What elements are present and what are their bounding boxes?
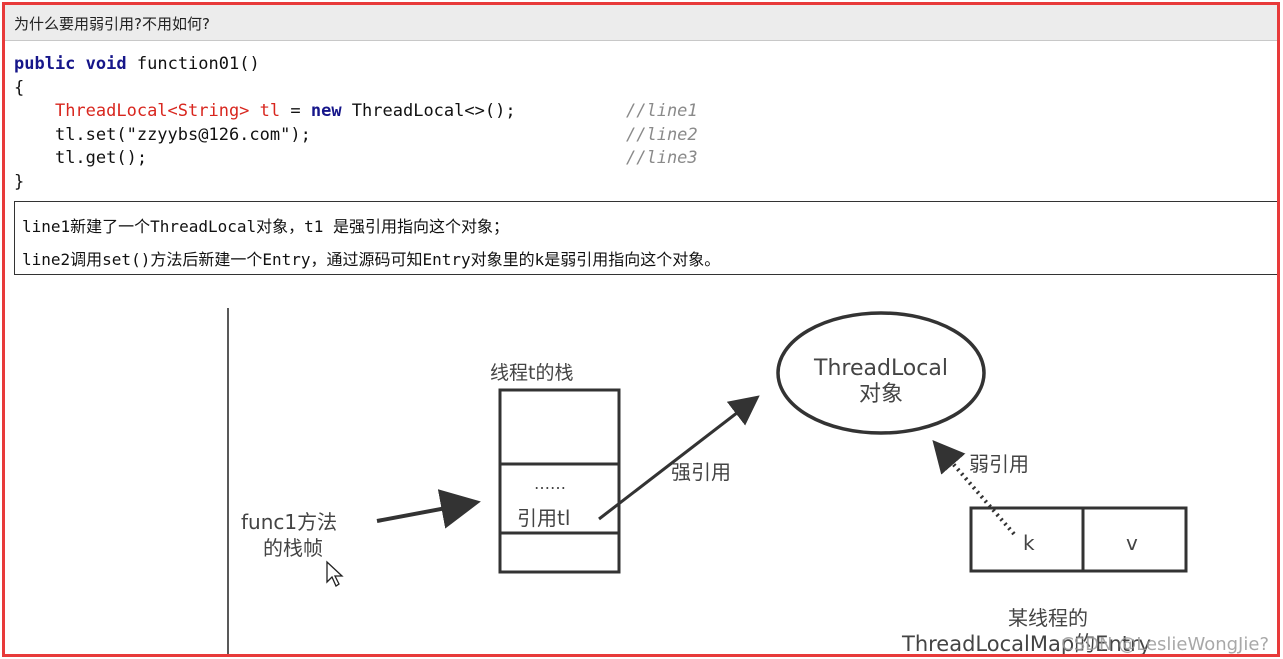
threadlocal-object-label2: 对象 xyxy=(859,382,903,407)
keyword-public: public xyxy=(14,54,76,74)
code-line-close-brace: } xyxy=(14,171,25,192)
code-assign: = xyxy=(280,101,311,121)
frame-label-line2: 的栈帧 xyxy=(263,536,323,560)
entry-caption-line2: ThreadLocalMap的Entry xyxy=(901,632,1151,656)
code-comment-2: //line2 xyxy=(626,124,698,145)
code-get-call: tl.get(); xyxy=(54,148,148,168)
entry-box xyxy=(969,506,1188,573)
code-comment-1: //line1 xyxy=(626,101,698,121)
code-line-2: tl.set("zzyybs@126.com"); //line2 xyxy=(14,124,1274,148)
code-comment-3: //line3 xyxy=(626,148,698,168)
strong-ref-arrow xyxy=(598,395,760,521)
section-title-text: 为什么要用弱引用?不用如何? xyxy=(14,15,210,33)
code-line-signature: public void function01() xyxy=(14,53,1274,77)
code-set-call: tl.set("zzyybs@126.com"); xyxy=(54,124,311,145)
threadlocal-object-label1: ThreadLocal xyxy=(813,356,948,381)
strong-ref-label: 强引用 xyxy=(671,460,731,484)
reference-diagram: 线程t的栈 …… 引用tl func1方法 的栈帧 强引用 ThreadLoca… xyxy=(5,275,1277,656)
code-line-3: tl.get(); //line3 xyxy=(14,147,1274,171)
stack-box xyxy=(498,388,621,574)
entry-caption-line1: 某线程的 xyxy=(1008,606,1088,630)
mouse-cursor-icon xyxy=(326,560,344,587)
stack-title: 线程t的栈 xyxy=(490,362,573,384)
code-type-decl: ThreadLocal<String> tl xyxy=(54,101,281,121)
stack-dots: …… xyxy=(534,474,566,493)
code-block: public void function01() { ThreadLocal<S… xyxy=(14,53,1274,198)
explanation-line-2: line2调用set()方法后新建一个Entry，通过源码可知Entry对象里的… xyxy=(22,250,721,269)
function-name: function01() xyxy=(136,54,260,74)
entry-value: v xyxy=(1126,531,1138,555)
code-line-1: ThreadLocal<String> tl = new ThreadLocal… xyxy=(14,100,1274,124)
section-title: 为什么要用弱引用?不用如何? xyxy=(5,5,1277,41)
diagram-canvas: 线程t的栈 …… 引用tl func1方法 的栈帧 强引用 ThreadLoca… xyxy=(227,308,1269,656)
explanation-box: line1新建了一个ThreadLocal对象，t1 是强引用指向这个对象； l… xyxy=(14,201,1277,275)
explanation-line-1: line1新建了一个ThreadLocal对象，t1 是强引用指向这个对象； xyxy=(22,217,510,236)
weak-ref-label: 弱引用 xyxy=(969,452,1029,476)
keyword-void: void xyxy=(85,54,127,74)
weak-ref-arrow xyxy=(932,439,1016,536)
stack-ref-label: 引用tl xyxy=(517,506,570,530)
frame-label-line1: func1方法 xyxy=(241,510,337,534)
keyword-new: new xyxy=(310,101,342,121)
frame-arrow xyxy=(376,489,481,529)
code-constructor: ThreadLocal<>(); xyxy=(341,101,516,121)
watermark: CSDN @LeslieWongJie? xyxy=(1061,634,1269,655)
code-line-open-brace: { xyxy=(14,77,25,98)
entry-key: k xyxy=(1023,531,1035,555)
threadlocal-object xyxy=(776,311,986,435)
